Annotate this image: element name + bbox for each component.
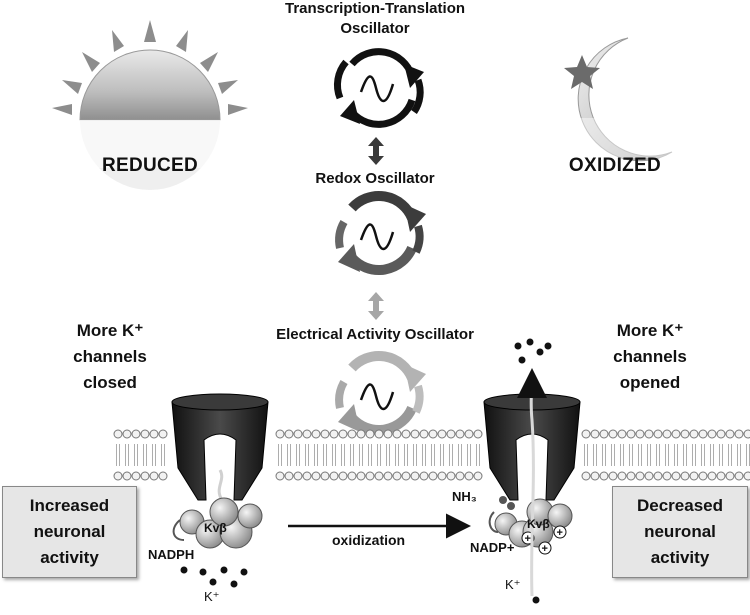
nadp-plus-label: NADP+ (470, 540, 515, 555)
oxidized-label: OXIDIZED (568, 155, 662, 176)
redox-oscillator-label: Redox Oscillator (315, 170, 435, 187)
redox-oscillator-icon (335, 191, 426, 275)
right-kvbeta-label: Kvβ (527, 517, 550, 531)
oscillator-title-line2: Oscillator (340, 20, 410, 37)
oxidization-label: oxidization (332, 532, 406, 548)
svg-text:+: + (542, 543, 548, 555)
sun-icon (52, 20, 248, 190)
moon-icon (540, 37, 680, 162)
svg-text:+: + (557, 527, 563, 539)
lipid-bilayer (113, 429, 750, 481)
double-arrow-2 (368, 292, 384, 320)
electrical-activity-label: Electrical Activity Oscillator (276, 326, 474, 343)
left-kvbeta-subunit (172, 497, 263, 549)
left-ions (180, 566, 248, 588)
right-ions (514, 338, 552, 604)
nadph-label: NADPH (148, 547, 195, 562)
electrical-activity-oscillator-icon (335, 351, 426, 435)
svg-text:+: + (525, 533, 531, 545)
reduced-label: REDUCED (101, 155, 199, 176)
left-kvbeta-label: Kvβ (204, 521, 227, 535)
oscillator-title-line1: Transcription-Translation (284, 0, 466, 17)
double-arrow-1 (368, 137, 384, 165)
transcription-translation-oscillator-icon (333, 48, 424, 128)
nh3-label: NH₃ (452, 489, 477, 504)
star-icon (564, 55, 600, 89)
ion-flow-arrow (516, 368, 547, 597)
left-k-ion-label: K⁺ (204, 589, 220, 604)
right-k-ion-label: K⁺ (505, 577, 521, 592)
